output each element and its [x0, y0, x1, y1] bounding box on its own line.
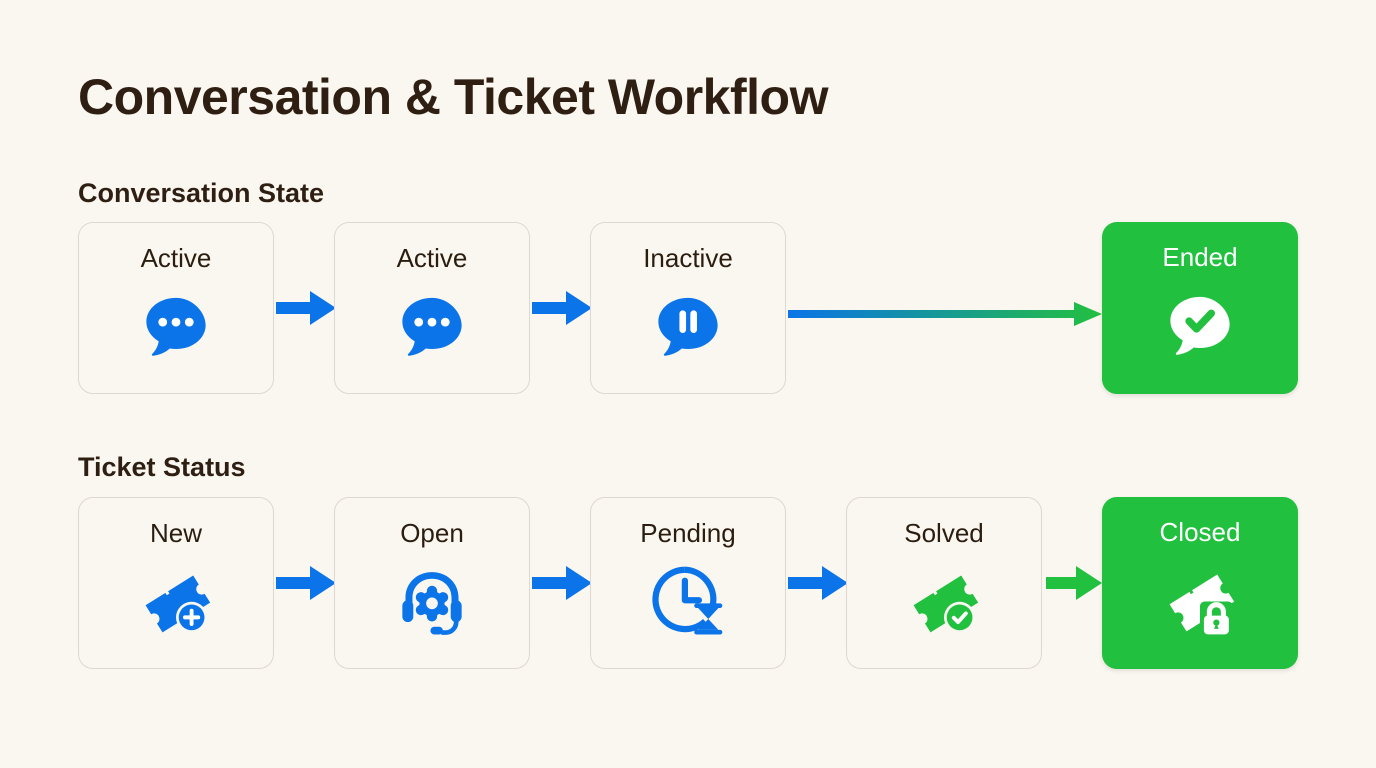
chat-bubble-dots-icon — [393, 287, 471, 365]
ticket-card-label: Open — [400, 518, 464, 548]
state-card-ended[interactable]: Ended — [1102, 222, 1298, 394]
state-card-label: Ended — [1162, 242, 1238, 272]
ticket-card-new[interactable]: New — [78, 497, 274, 669]
state-card-active-1[interactable]: Active — [78, 222, 274, 394]
arrow-inactive-to-ended — [788, 302, 1102, 326]
arrow-active-to-inactive — [532, 288, 592, 328]
arrow-new-to-open — [276, 563, 336, 603]
headset-gear-icon — [393, 562, 471, 640]
arrow-solved-to-closed — [1046, 563, 1102, 603]
arrow-pending-to-solved — [788, 563, 848, 603]
ticket-plus-icon — [137, 562, 215, 640]
ticket-status-row: New O — [0, 497, 1376, 693]
ticket-lock-icon — [1161, 561, 1239, 639]
chat-bubble-check-icon — [1161, 286, 1239, 364]
section-heading-conversation-state: Conversation State — [78, 178, 325, 208]
ticket-card-label: New — [149, 518, 202, 548]
ticket-card-open[interactable]: Open — [334, 497, 530, 669]
state-card-inactive[interactable]: Inactive — [590, 222, 786, 394]
arrow-active-to-active — [276, 288, 336, 328]
chat-bubble-pause-icon — [649, 287, 727, 365]
ticket-card-closed[interactable]: Closed — [1102, 497, 1298, 669]
chat-bubble-dots-icon — [137, 287, 215, 365]
ticket-card-label: Pending — [640, 518, 736, 548]
state-card-active-2[interactable]: Active — [334, 222, 530, 394]
state-card-label: Active — [396, 243, 468, 273]
ticket-card-pending[interactable]: Pending — [590, 497, 786, 669]
conversation-state-row: Active Active — [0, 222, 1376, 418]
state-card-label: Active — [140, 243, 212, 273]
ticket-card-label: Closed — [1159, 517, 1241, 547]
section-heading-ticket-status: Ticket Status — [78, 452, 246, 482]
ticket-check-icon — [905, 562, 983, 640]
arrow-open-to-pending — [532, 563, 592, 603]
clock-hourglass-icon — [649, 562, 727, 640]
ticket-card-label: Solved — [904, 518, 984, 548]
page-title: Conversation & Ticket Workflow — [78, 69, 828, 125]
ticket-card-solved[interactable]: Solved — [846, 497, 1042, 669]
state-card-label: Inactive — [643, 243, 733, 273]
